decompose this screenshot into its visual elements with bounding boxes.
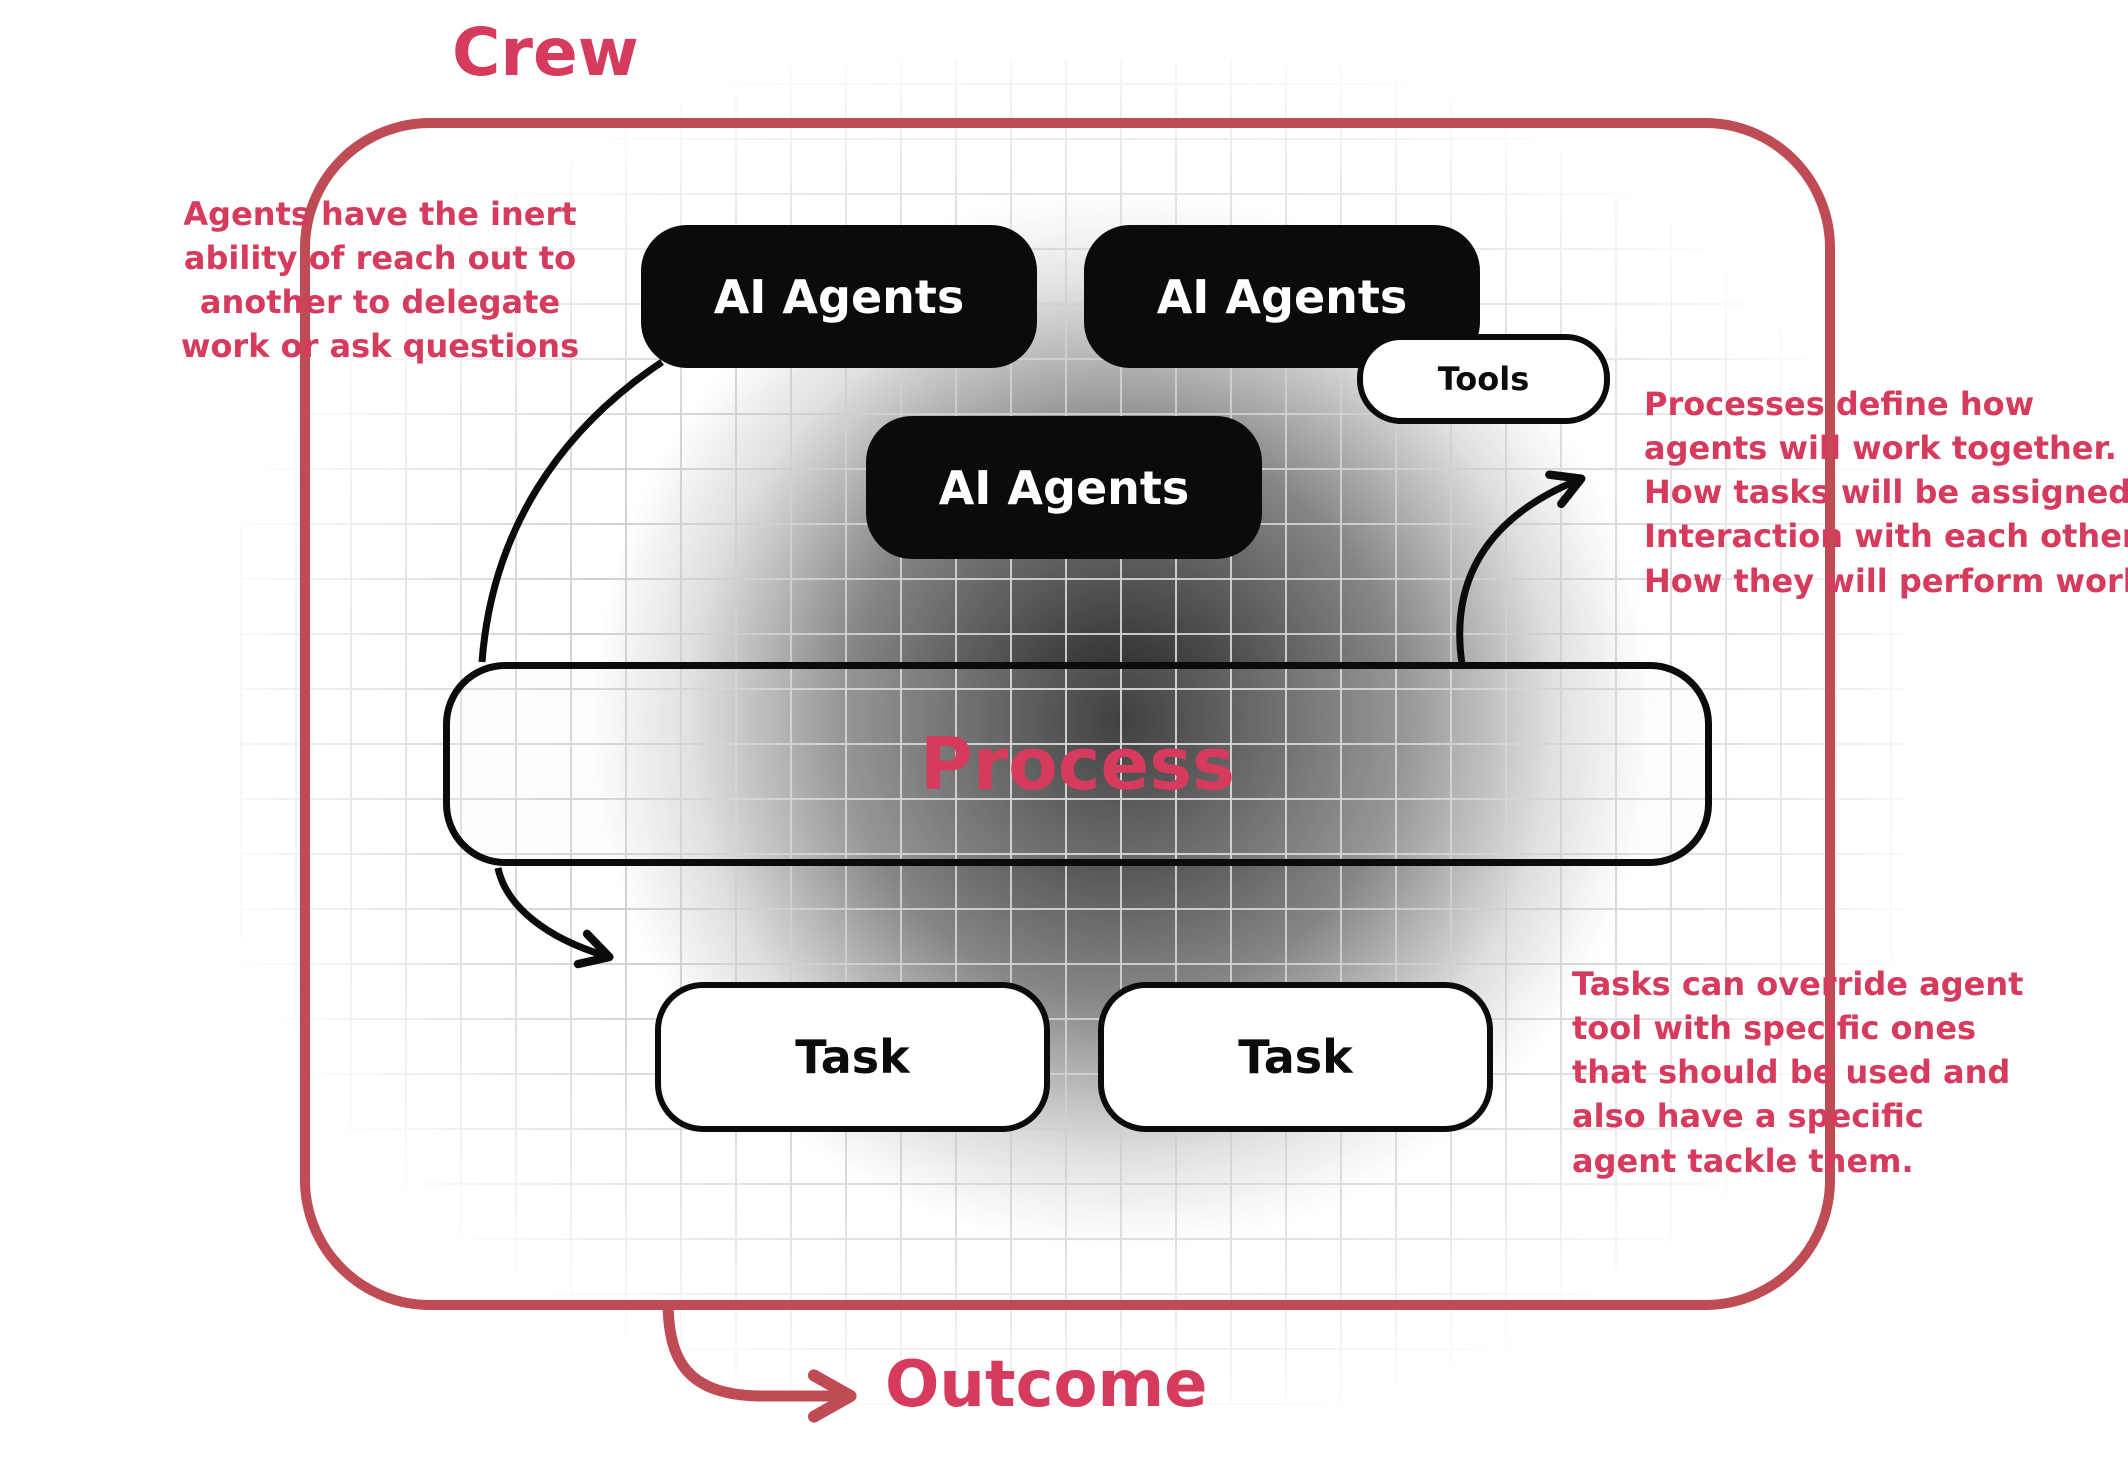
tools-box: Tools: [1357, 334, 1610, 424]
task-label: Task: [1238, 1030, 1353, 1084]
task-box-1: Task: [655, 982, 1050, 1132]
crew-boundary-frame: [300, 118, 1835, 1310]
ai-agents-box-1: AI Agents: [641, 225, 1037, 368]
ai-agents-label: AI Agents: [938, 460, 1190, 515]
agent-to-process-arrow: [478, 359, 664, 663]
outcome-arrow: [662, 1299, 857, 1423]
agents-delegation-note: Agents have the inert ability of reach o…: [180, 195, 580, 366]
ai-agents-label: AI Agents: [713, 269, 965, 324]
crew-title: Crew: [452, 14, 639, 91]
task-box-2: Task: [1098, 982, 1493, 1132]
ai-agents-label: AI Agents: [1156, 269, 1408, 324]
grid-background: [240, 60, 1905, 1405]
task-label: Task: [795, 1030, 910, 1084]
process-definition-note: Processes define how agents will work to…: [1644, 385, 2128, 600]
ai-agents-box-3: AI Agents: [866, 416, 1262, 559]
process-box: Process: [443, 662, 1712, 866]
process-label: Process: [920, 722, 1235, 806]
process-to-task-arrow: [494, 867, 614, 969]
process-to-note-arrow: [1456, 470, 1586, 665]
tools-label: Tools: [1437, 360, 1530, 398]
outcome-label: Outcome: [885, 1348, 1208, 1422]
task-override-note: Tasks can override agent tool with speci…: [1572, 965, 2024, 1180]
